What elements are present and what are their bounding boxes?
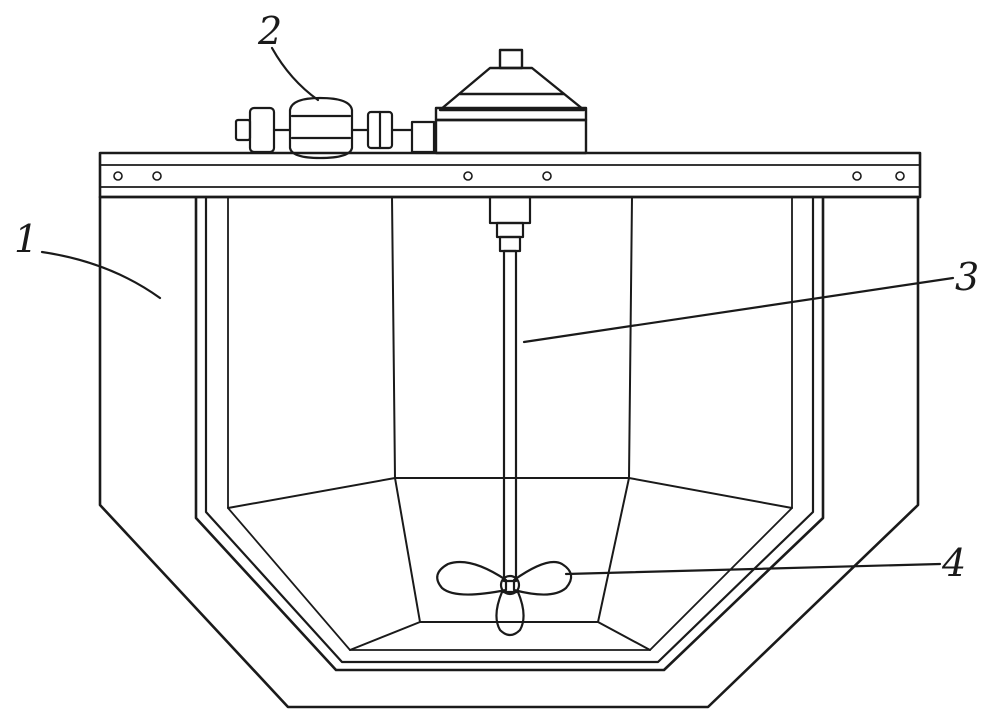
label-wall: 1 bbox=[14, 217, 38, 261]
inner-lining-inner bbox=[227, 196, 793, 651]
inner-lining bbox=[204, 195, 815, 664]
leader-lines bbox=[40, 46, 955, 576]
gearbox bbox=[434, 48, 588, 155]
propeller bbox=[436, 560, 573, 637]
drive-motor bbox=[234, 96, 436, 160]
label-drive: 2 bbox=[257, 9, 282, 53]
label-propeller: 4 bbox=[941, 541, 966, 585]
tank-floor bbox=[227, 477, 793, 651]
tank-wall bbox=[98, 195, 920, 709]
label-shaft: 3 bbox=[955, 255, 979, 299]
agitator-shaft bbox=[488, 195, 532, 583]
cover-beam bbox=[98, 151, 922, 199]
beam-bolts bbox=[113, 171, 905, 181]
baffles bbox=[391, 196, 633, 623]
